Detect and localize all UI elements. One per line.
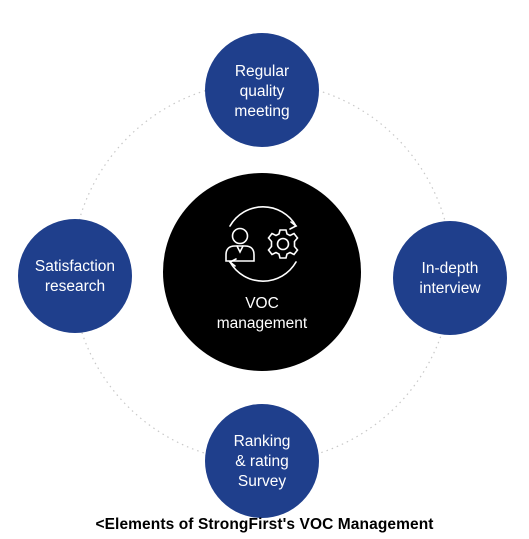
node-label-line: & rating	[235, 453, 288, 470]
node-label-line: research	[45, 278, 105, 295]
gear-icon	[267, 229, 299, 259]
node-regular-quality-meeting: Regular quality meeting	[205, 33, 319, 147]
node-label-line: meeting	[234, 103, 289, 120]
node-circle	[393, 221, 507, 335]
node-label-line: interview	[419, 280, 481, 297]
node-label-line: Satisfaction	[35, 258, 115, 275]
node-circle	[205, 33, 319, 147]
node-ranking-rating-survey: Ranking & rating Survey	[205, 404, 319, 518]
node-circle	[18, 219, 132, 333]
node-label-line: quality	[240, 83, 285, 100]
cycle-arrows-icon	[228, 206, 298, 282]
node-circle	[205, 404, 319, 518]
figure-caption: <Elements of StrongFirst's VOC Managemen…	[95, 516, 434, 533]
node-label-line: In-depth	[422, 260, 479, 277]
node-satisfaction-research: Satisfaction research	[18, 219, 132, 333]
center-circle	[163, 173, 361, 371]
node-label-line: Survey	[238, 473, 286, 490]
node-label-line: Ranking	[234, 433, 291, 450]
node-label-line: Regular	[235, 63, 289, 80]
person-icon	[225, 227, 255, 262]
center-label-line1: VOC	[245, 295, 279, 312]
center-label-line2: management	[217, 315, 308, 332]
voc-icon	[225, 206, 299, 282]
node-in-depth-interview: In-depth interview	[393, 221, 507, 335]
